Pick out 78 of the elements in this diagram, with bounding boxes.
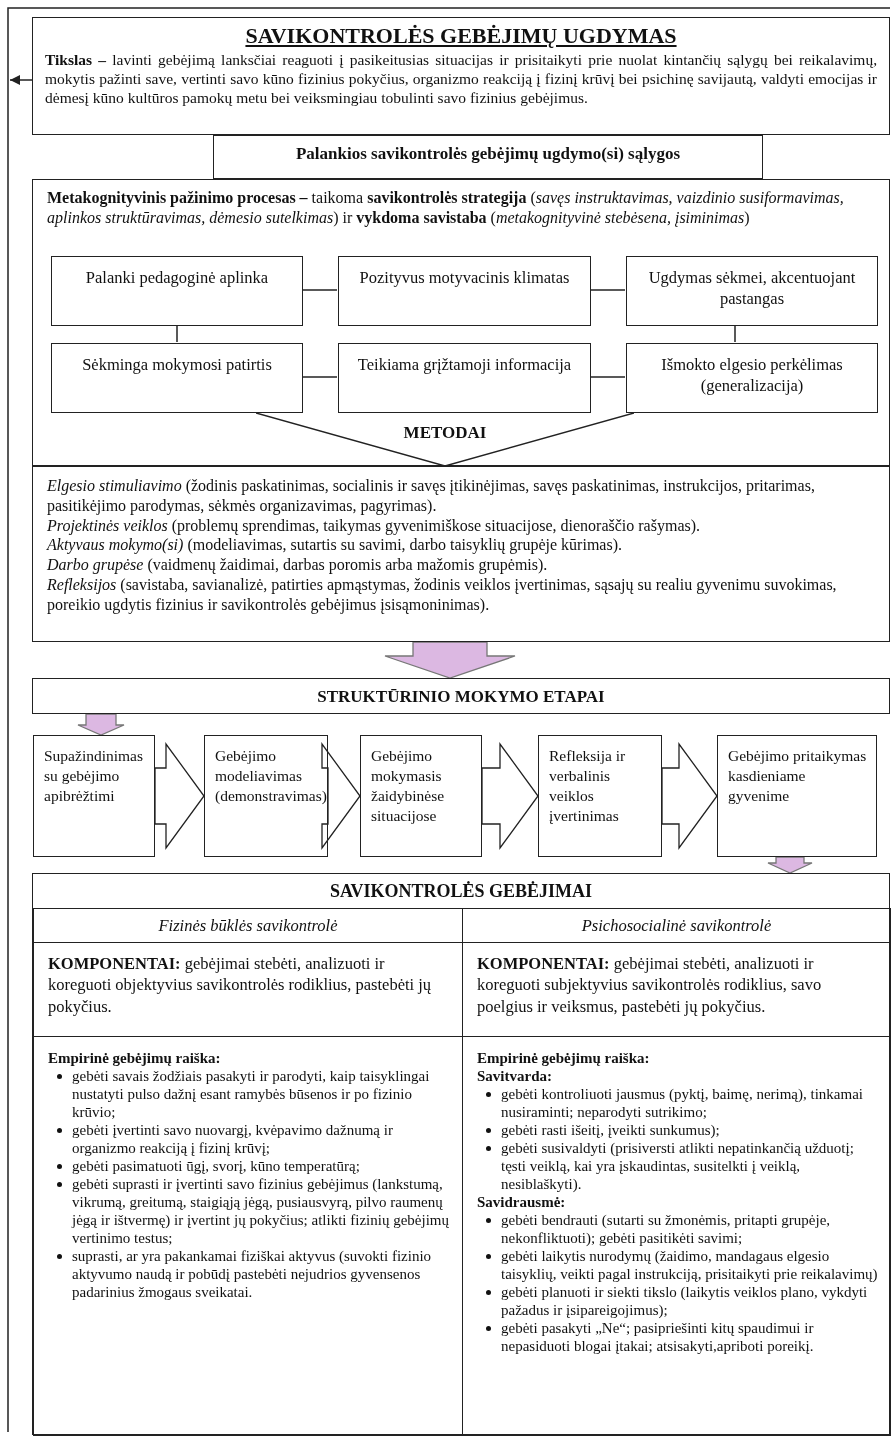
stage-box: [538, 735, 662, 857]
stage-box: [204, 735, 328, 857]
connector-line: [176, 324, 178, 343]
connector-line: [734, 324, 736, 343]
list-item: suprasti, ar yra pakankamai fiziškai aktyvus (suvokti fizinio aktyvumo naudą ir pobūdį pastebėti nejudrios gyvensenos padarinius žmogaus sveikatai.: [48, 1247, 454, 1301]
box-text: Sėkminga mokymosi patirtis: [81, 354, 273, 376]
conditions-box: [213, 135, 763, 179]
connector-line: [301, 376, 338, 378]
list-item: gebėti pasimatuoti ūgį, svorį, kūno temperatūrą;: [48, 1157, 454, 1175]
method-paragraph: Elgesio stimuliavimo (žodinis paskatinimas, socialinis ir savęs įtikinėjimas, savęs paskatinimas, instrukcijos, pritarimas, pasitikėjimo parodymas, sėkmės organizavimas, pagyrimas).: [46, 476, 816, 516]
connector-line: [301, 289, 338, 291]
process-paragraph: Metakognityvinis pažinimo procesas – taikoma savikontrolės strategija (savęs instruktavimas, vaizdinio susiformavimas, aplinkos struktūravimas, dėmesio sutelkimas) ir vykdoma savistaba (metakognityvinė stebėsena, įsiminimas): [46, 188, 845, 229]
box-text: Gebėjimo pritaikymas kasdieniame gyvenime: [727, 746, 868, 807]
method-paragraph: Refleksijos (savistaba, savianalizė, patirties apmąstymas, žodinis veiklos įvertinimas, sąsajų su realiu gyvenimu suvokimas, poreikio ugdytis fizinius ir savikontrolės gebėjimus įsisąmoninimas).: [46, 575, 838, 615]
stage-box: [33, 735, 155, 857]
title: SAVIKONTROLĖS GEBĖJIMŲ UGDYMAS: [244, 22, 678, 50]
expression-cell: [462, 1036, 891, 1436]
list-item: gebėti pasakyti „Ne“; pasipriešinti kitų spaudimui ir nepasiduoti blogai įtakai; atsisakyti,apriboti poreikį.: [477, 1319, 882, 1355]
condition-box: [338, 256, 591, 326]
list-item: gebėti savais žodžiais pasakyti ir parodyti, kaip taisyklingai nustatyti pulso dažnį esant ramybės būsenos ir po fizinio krūvio;: [48, 1067, 454, 1121]
block-arrow: [481, 742, 539, 850]
process-panel: [32, 179, 890, 466]
goal-box: [32, 17, 890, 135]
list-item: gebėti suprasti ir įvertinti savo fizinius gebėjimus (lankstumą, vikrumą, greitumą, staigiąją jėgą, pusiausvyrą, pilvo raumenų jėgą ir ištvermę) ir įvertint jų pokyčius; atlikti fizinių gebėjimų vertinimo testus;: [48, 1175, 454, 1247]
methods-box: [32, 466, 890, 642]
column-heading: Fizinės būklės savikontrolė: [157, 915, 339, 936]
block-arrow: [77, 713, 125, 736]
list-item: gebėti planuoti ir siekti tikslo (laikytis veiklos plano, vykdyti pažadus ir įsipareigojimus);: [477, 1283, 882, 1319]
block-arrow: [767, 856, 813, 874]
list-heading: Empirinė gebėjimų raiška:: [476, 1049, 651, 1067]
box-text: Išmokto elgesio perkėlimas (generalizacija): [660, 354, 844, 398]
components-paragraph: KOMPONENTAI: gebėjimai stebėti, analizuoti ir koreguoti subjektyvius savikontrolės rodiklius, savo poelgius ir veiksmus, pastebėti jų pokyčius.: [476, 953, 823, 1018]
box-heading: Palankios savikontrolės gebėjimų ugdymo(si) sąlygos: [294, 143, 682, 164]
connector-line: [589, 289, 626, 291]
box-text: Gebėjimo modeliavimas (demonstravimas): [214, 746, 327, 807]
box-text: Teikiama grįžtamoji informacija: [356, 354, 573, 376]
list-item: gebėti susivaldyti (prisiversti atlikti nepatinkančią užduotį; tęsti veiklą, kai yra įskaudintas, susitelkti į veiklą, nesiblaškyti).: [477, 1139, 882, 1193]
components-paragraph: KOMPONENTAI: gebėjimai stebėti, analizuoti ir koreguoti objektyvius savikontrolės rodiklius, pastebėti jų pokyčius.: [47, 953, 433, 1018]
box-text: Pozityvus motyvacinis klimatas: [358, 267, 571, 289]
abilities-table: [32, 873, 890, 1435]
condition-box: [51, 343, 303, 413]
condition-box: [626, 343, 878, 413]
box-text: Refleksija ir verbalinis veiklos įvertinimas: [548, 746, 627, 827]
box-text: Ugdymas sėkmei, akcentuojant pastangas: [647, 267, 857, 311]
list-item: gebėti kontroliuoti jausmus (pyktį, baimę, nerimą), tinkamai nusiraminti; neparodyti sutrikimo;: [477, 1085, 882, 1121]
method-paragraph: Darbo grupėse (vaidmenų žaidimai, darbas poromis arba mažomis grupėmis).: [46, 555, 549, 576]
stages-header-box: [32, 678, 890, 714]
list-item: gebėti laikytis nurodymų (žaidimo, mandagaus elgesio taisyklių, veikti pagal instrukciją, prisitaikyti prie reikalavimų): [477, 1247, 882, 1283]
list-item: gebėti įvertinti savo nuovargį, kvėpavimo dažnumą ir organizmo reakciją į fizinį krūvį;: [48, 1121, 454, 1157]
condition-box: [51, 256, 303, 326]
triangle-label: METODAI: [402, 422, 488, 443]
column-heading: Psichosocialinė savikontrolė: [580, 915, 773, 936]
block-arrow: [321, 742, 361, 850]
list-heading: Savitvarda:: [476, 1067, 553, 1085]
box-text: Gebėjimo mokymasis žaidybinėse situacijose: [370, 746, 446, 827]
list-heading: Savidrausmė:: [476, 1193, 567, 1211]
table-heading: SAVIKONTROLĖS GEBĖJIMAI: [328, 880, 594, 902]
box-text: Supažindinimas su gebėjimo apibrėžtimi: [43, 746, 145, 807]
condition-box: [626, 256, 878, 326]
connector-line: [589, 376, 626, 378]
expression-cell: [33, 1036, 463, 1436]
method-paragraph: Aktyvaus mokymo(si) (modeliavimas, sutartis su savimi, darbo taisyklių grupėje kūrimas).: [45, 535, 623, 556]
list-item: gebėti bendrauti (sutarti su žmonėmis, pritapti grupėje, nekonfliktuoti); gebėti pasitikėti savimi;: [477, 1211, 882, 1247]
block-arrow: [154, 742, 205, 850]
box-text: Palanki pedagoginė aplinka: [84, 267, 270, 289]
method-paragraph: Projektinės veiklos (problemų sprendimas, taikymas gyvenimiškose situacijose, dienoraščio rašymas).: [46, 515, 702, 536]
block-arrow: [384, 641, 516, 679]
block-arrow: [661, 742, 718, 850]
list-item: gebėti rasti išeitį, įveikti sunkumus);: [477, 1121, 882, 1139]
list-heading: Empirinė gebėjimų raiška:: [47, 1049, 222, 1067]
stage-box: [717, 735, 877, 857]
column-header-cell: [33, 908, 463, 943]
arrow: [9, 75, 33, 85]
goal-paragraph: Tikslas – lavinti gebėjimą lanksčiai reaguoti į pasikeitusias situacijas ir prisitaikyti prie nuolat kintančių sąlygų bei reikalavimų, mokytis pažinti save, vertinti savo kūno fizinius pokyčius, organizmo reakciją į fizinį krūvį bei psichinę savijautą, valdyti emocijas ir dėmesį kūno kultūros pamokų metu bei veiksmingiau tobulinti savo fizinius gebėjimus.: [44, 51, 878, 108]
column-header-cell: [462, 908, 891, 943]
condition-box: [338, 343, 591, 413]
box-heading: STRUKTŪRINIO MOKYMO ETAPAI: [316, 686, 606, 707]
stage-box: [360, 735, 482, 857]
